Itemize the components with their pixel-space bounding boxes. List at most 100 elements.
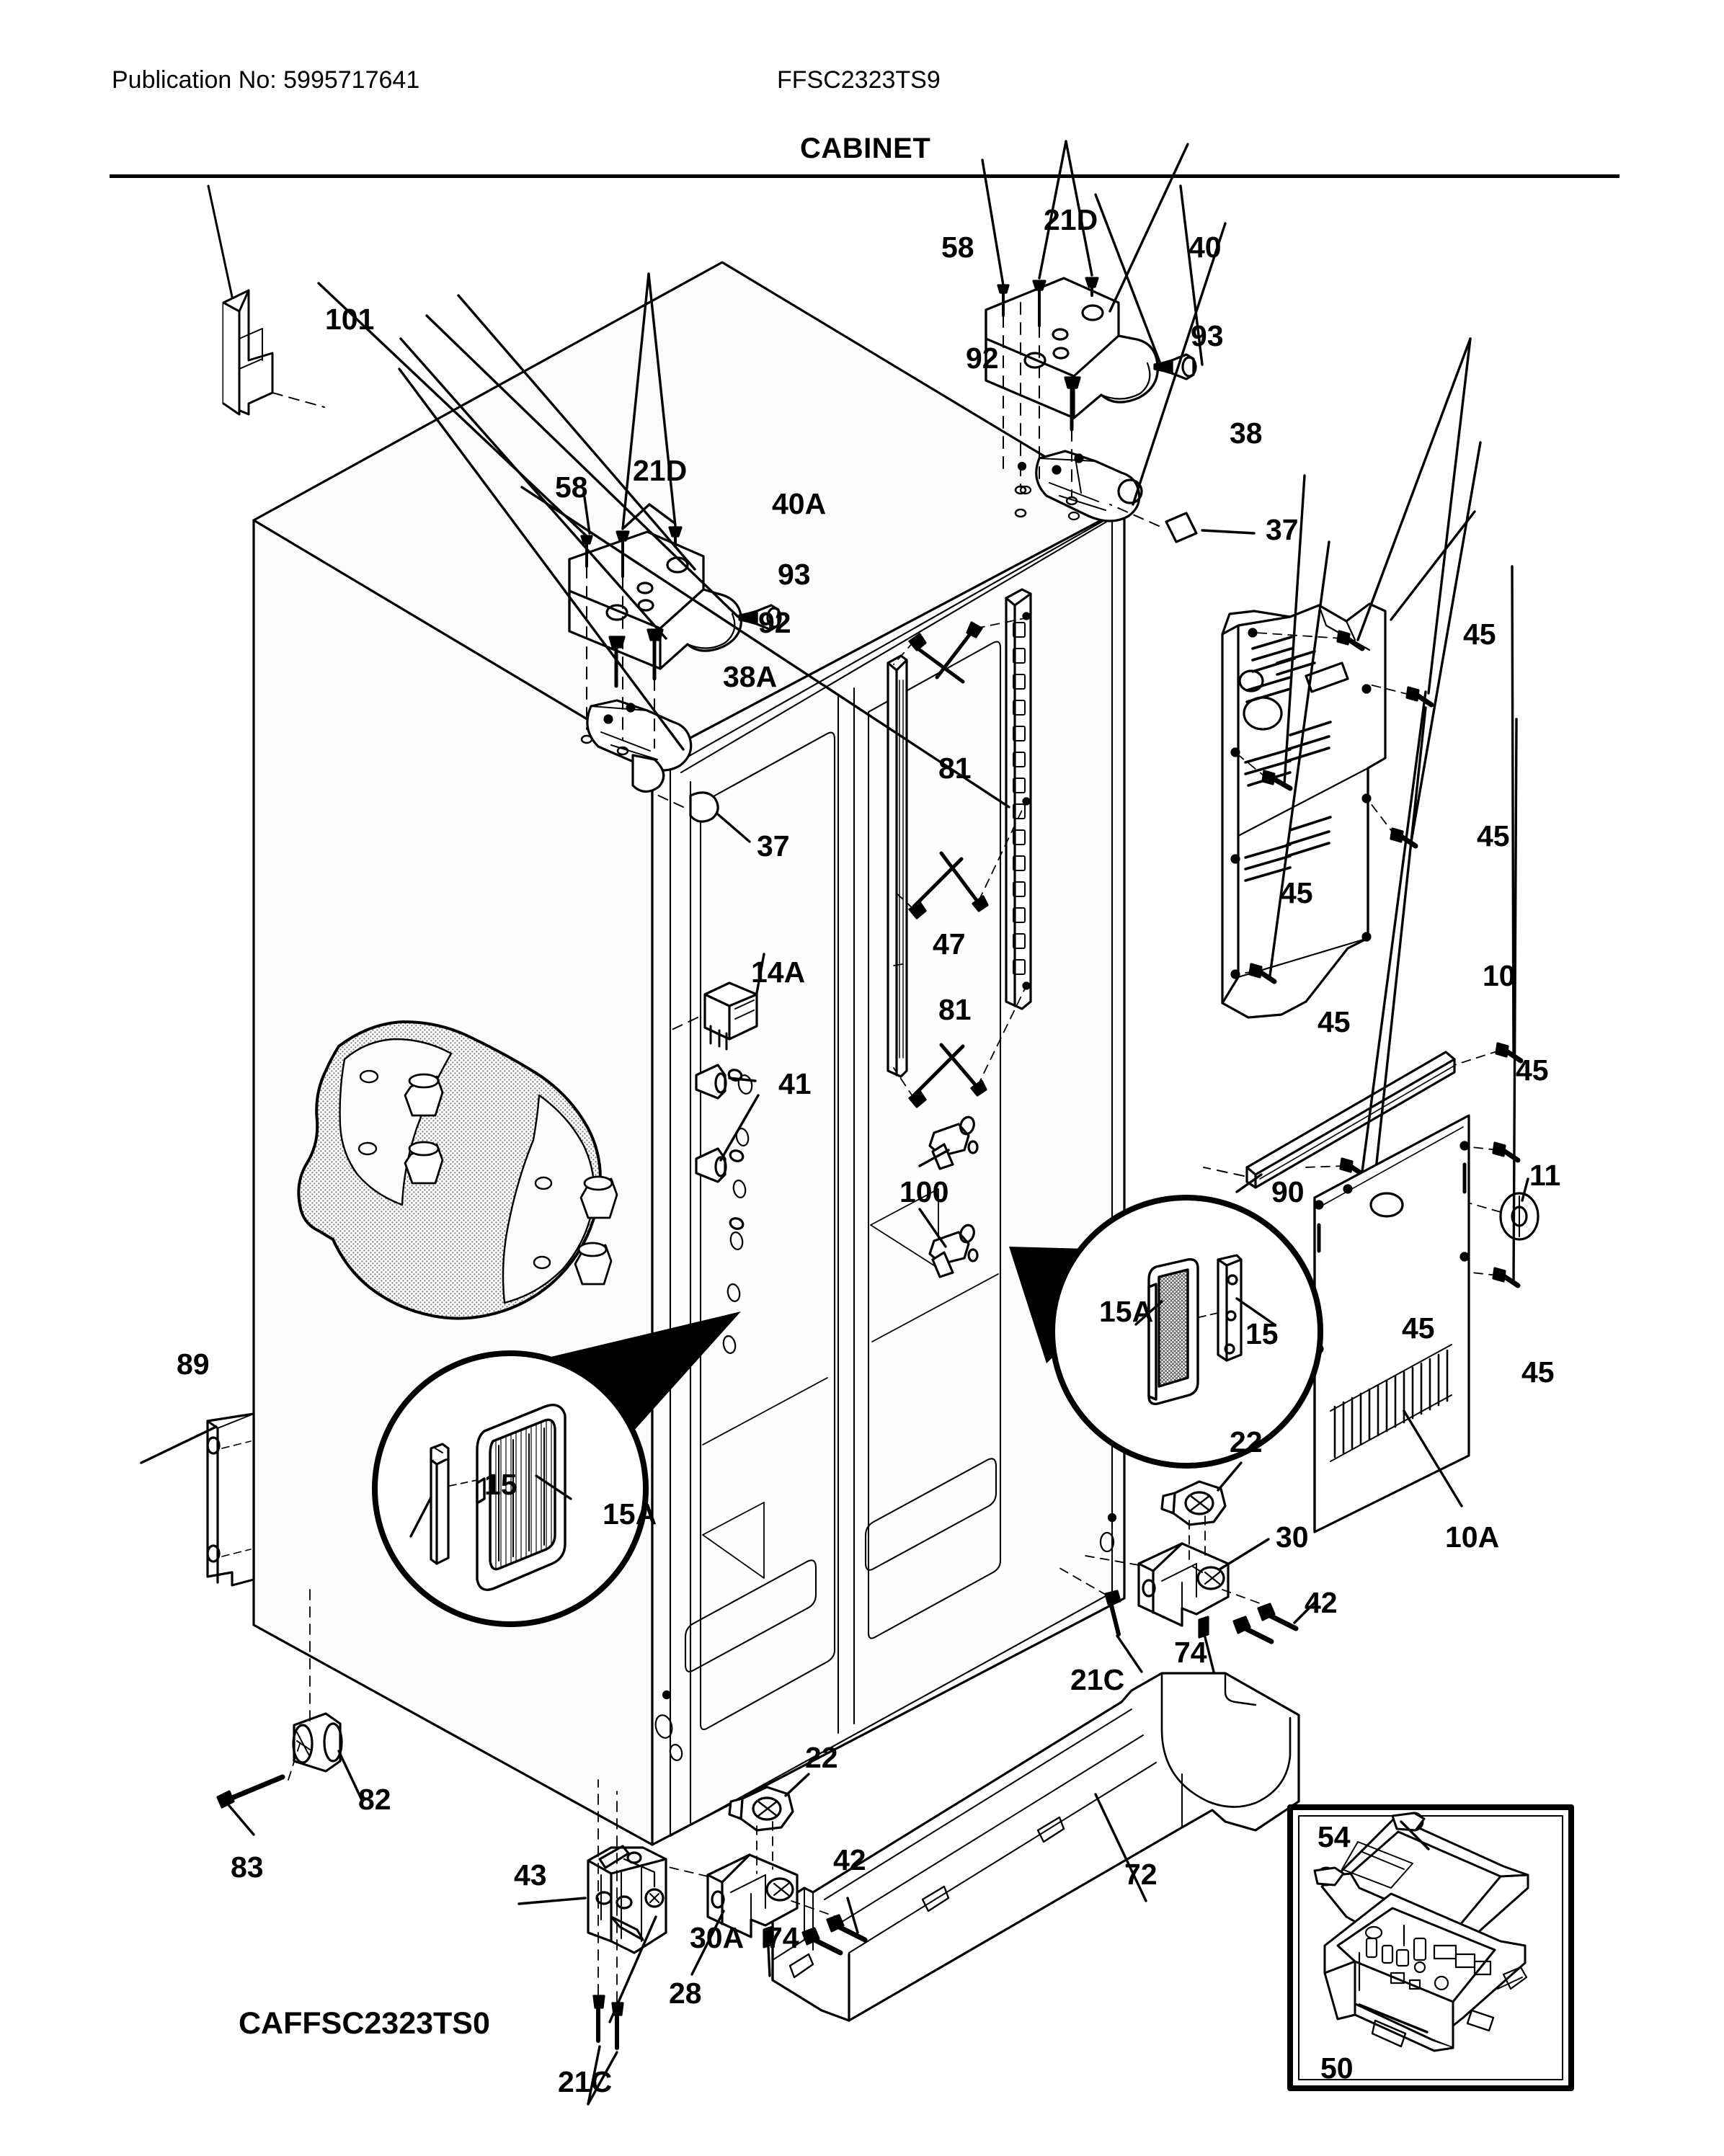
callout-45: 45 [1477, 819, 1510, 852]
callout-90: 90 [1271, 1175, 1305, 1208]
callout-101: 101 [325, 303, 375, 336]
publication-number: Publication No: 5995717641 [112, 66, 420, 94]
leader-22-bottom [784, 1773, 810, 1797]
section-title: CABINET [800, 133, 931, 164]
leaders-top-left-b [583, 496, 676, 535]
callout-45: 45 [1280, 876, 1313, 909]
part-58-screw-top [997, 284, 1010, 317]
leaders-rails [520, 486, 1010, 808]
part-89-side-bracket [206, 1412, 255, 1587]
leader-42-right [1293, 1600, 1318, 1624]
part-93-bushing-top [1153, 353, 1197, 380]
part-90-support-rail [1245, 1051, 1456, 1189]
part-30A-hinge-left [706, 1853, 799, 1938]
callout-58: 58 [555, 471, 588, 504]
part-42-screws-right [1232, 1603, 1299, 1644]
callout-45: 45 [1318, 1005, 1351, 1038]
assembly-lines-rails [893, 618, 1026, 1099]
leaders-21C-bottom [587, 2045, 618, 2106]
leader-30 [1218, 1538, 1270, 1571]
part-74-pin-bottom [763, 1925, 774, 1948]
assembly-dots-top-right [1014, 485, 1078, 518]
assembly-line-21C-right [1059, 1567, 1108, 1596]
part-42-screws-bottom [801, 1914, 868, 1956]
part-14A-door-switch [703, 981, 758, 1051]
callout-45: 45 [1402, 1311, 1435, 1345]
callout-28: 28 [669, 1977, 702, 2010]
leader-37-top [1201, 529, 1256, 535]
callout-14a: 14A [751, 956, 806, 989]
callout-15a: 15A [1099, 1295, 1154, 1328]
header-divider [110, 174, 1619, 178]
assembly-line-37-left [652, 792, 684, 808]
part-40A-top-hinge-left [568, 530, 743, 670]
assembly-lines-top-left [586, 566, 655, 749]
part-41-plugs [695, 1064, 745, 1230]
control-board-inset [1287, 1804, 1574, 2091]
leader-14A [755, 953, 765, 994]
callout-30a: 30A [690, 1921, 745, 1954]
leader-72 [1094, 1793, 1147, 1902]
leader-10 [1390, 510, 1476, 621]
callout-45: 45 [1463, 618, 1496, 651]
callout-21d: 21D [633, 454, 688, 487]
callout-81: 81 [938, 752, 972, 785]
leader-43 [517, 1897, 587, 1905]
part-21C-screw-right [1104, 1590, 1121, 1636]
part-22-pin-bottom [728, 1786, 794, 1832]
callout-22: 22 [805, 1741, 838, 1774]
callout-41: 41 [778, 1067, 812, 1100]
callout-42: 42 [1305, 1586, 1338, 1619]
callout-21d: 21D [1044, 203, 1098, 236]
leader-30A [690, 1910, 725, 1976]
part-101-corner-bracket [222, 289, 274, 416]
part-40-top-hinge-right [985, 277, 1159, 419]
callout-93: 93 [1191, 319, 1224, 352]
callout-81: 81 [938, 993, 972, 1026]
magnifier-right [1009, 1195, 1323, 1469]
callout-43: 43 [514, 1858, 547, 1892]
callout-45: 45 [1521, 1355, 1555, 1389]
bottom-model-label: CAFFSC2323TS0 [239, 2006, 490, 2041]
leader-90 [1235, 1173, 1263, 1193]
callout-40: 40 [1188, 231, 1222, 264]
callout-89: 89 [177, 1348, 210, 1381]
callout-30: 30 [1276, 1520, 1309, 1554]
callout-50: 50 [1320, 2052, 1354, 2085]
part-30-hinge-right [1137, 1542, 1230, 1627]
callout-83: 83 [231, 1850, 264, 1884]
part-82-roller-wheel [292, 1712, 343, 1773]
assembly-dots-top-left [580, 734, 629, 756]
leaders-45 [1268, 337, 1518, 1311]
assembly-line-83 [288, 1743, 301, 1781]
part-83-axle-pin [216, 1774, 285, 1809]
leader-101 [207, 184, 234, 298]
callout-93: 93 [778, 558, 811, 591]
assembly-line-14A [670, 1017, 698, 1031]
part-92-screws-left [608, 628, 664, 688]
callout-37: 37 [1266, 513, 1299, 546]
leaders-100 [918, 1149, 950, 1248]
leader-74-bottom [767, 1946, 771, 1977]
leaders-41 [719, 1077, 760, 1162]
leader-10A [1403, 1409, 1463, 1507]
callout-100: 100 [899, 1175, 949, 1208]
callout-45: 45 [1516, 1054, 1549, 1087]
callout-10: 10 [1483, 959, 1516, 992]
door-gasket-insulation [297, 1020, 618, 1320]
part-10A-lower-panel [1313, 1114, 1470, 1533]
part-37-plug-top [1165, 512, 1198, 543]
part-11-grommet [1499, 1192, 1539, 1241]
callout-21c: 21C [558, 2065, 613, 2098]
callout-37: 37 [757, 829, 790, 863]
callout-47: 47 [933, 927, 966, 961]
part-58-screw-left [580, 535, 593, 568]
callout-15a: 15A [603, 1497, 657, 1531]
part-10-air-duct-cover [1221, 602, 1387, 1019]
page-header: Publication No: 5995717641 FFSC2323TS9 C… [0, 0, 1724, 178]
leader-21C-right [1116, 1634, 1143, 1673]
leader-74-right [1204, 1636, 1215, 1673]
callout-92: 92 [758, 606, 791, 639]
magnifier-left [372, 1311, 741, 1627]
